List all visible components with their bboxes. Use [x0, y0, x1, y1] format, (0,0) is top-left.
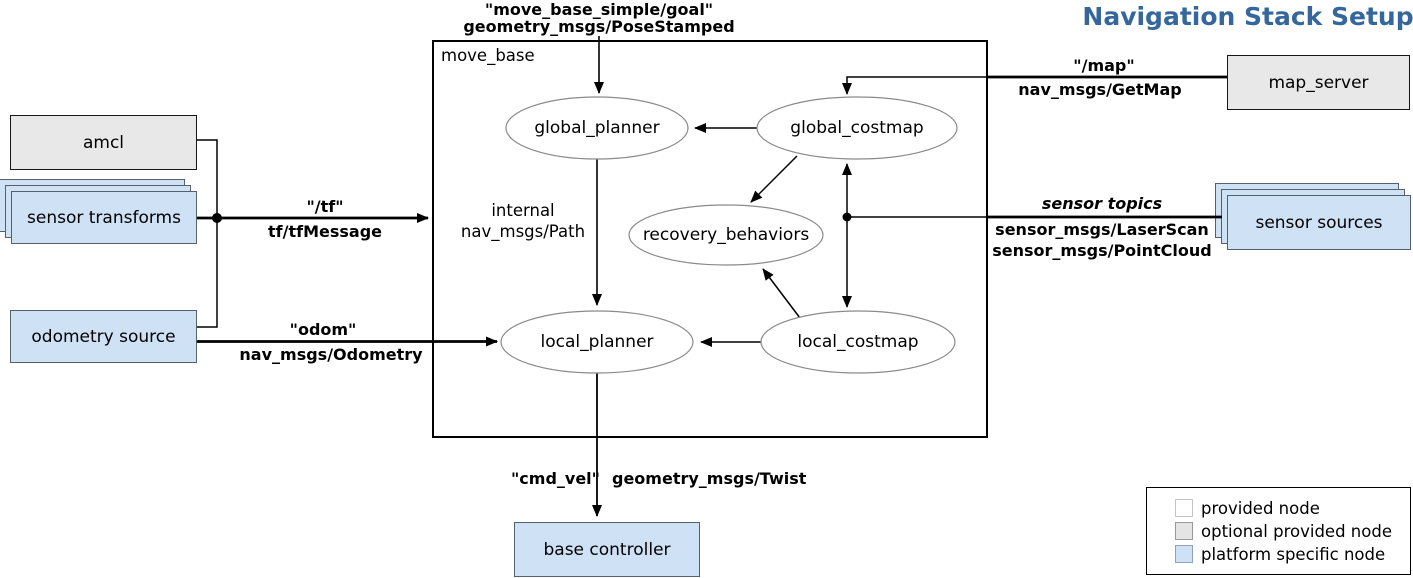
edge-label-map-type: nav_msgs/GetMap — [1018, 80, 1182, 99]
edge-label-sensor-topics: sensor topics — [1041, 194, 1163, 213]
optional-node-swatch — [1175, 522, 1193, 540]
node-sensor-sources: sensor sources — [1227, 195, 1411, 250]
legend-item-label: provided node — [1201, 498, 1320, 518]
node-sensor-transforms-label: sensor transforms — [27, 207, 181, 228]
edge-label-sensor-type-laserscan: sensor_msgs/LaserScan — [995, 220, 1209, 239]
edge-label-tf-topic: "/tf" — [306, 197, 344, 216]
edge-label-cmdvel-topic: "cmd_vel" — [510, 469, 600, 488]
edge-label-cmdvel-type: geometry_msgs/Twist — [612, 469, 807, 488]
page-title: Navigation Stack Setup — [1082, 2, 1413, 31]
provided-node-swatch — [1175, 499, 1193, 517]
ellipse-local-costmap-label: local_costmap — [797, 332, 919, 352]
internal-path-label-line2: nav_msgs/Path — [460, 222, 586, 241]
junction-dot-tf — [212, 213, 222, 223]
ellipse-recovery-behaviors-label: recovery_behaviors — [642, 225, 810, 245]
ellipse-global-costmap-label: global_costmap — [790, 118, 924, 138]
edge-label-odom-topic: "odom" — [289, 320, 357, 339]
edge-label-goal: "move_base_simple/goal" geometry_msgs/Po… — [463, 1, 734, 35]
legend-item-label: platform specific node — [1201, 544, 1386, 564]
node-map-server-label: map_server — [1268, 72, 1369, 93]
edge-amcl-odometry-connector — [197, 139, 218, 328]
legend-item-provided: provided node — [1175, 499, 1410, 518]
legend-item-optional: optional provided node — [1175, 522, 1410, 541]
edge-label-goal-type: geometry_msgs/PoseStamped — [463, 17, 735, 36]
legend: provided node optional provided node pla… — [1146, 487, 1411, 575]
node-odometry-source: odometry source — [10, 310, 197, 363]
edge-label-sensor-type-pointcloud: sensor_msgs/PointCloud — [992, 241, 1212, 260]
internal-path-label: internal nav_msgs/Path — [461, 200, 585, 242]
legend-item-label: optional provided node — [1201, 521, 1392, 541]
node-odometry-source-label: odometry source — [31, 326, 176, 347]
node-amcl-label: amcl — [82, 132, 125, 153]
edge-label-map-topic: "/map" — [1073, 56, 1135, 75]
node-map-server: map_server — [1227, 55, 1410, 110]
edge-label-goal-topic: "move_base_simple/goal" — [484, 0, 714, 19]
legend-item-platform: platform specific node — [1175, 545, 1410, 564]
node-sensor-sources-label: sensor sources — [1255, 212, 1383, 233]
internal-path-label-line1: internal — [491, 201, 555, 220]
ellipse-local-planner-label: local_planner — [540, 332, 654, 352]
node-base-controller-label: base controller — [543, 539, 671, 560]
node-sensor-transforms: sensor transforms — [11, 191, 197, 244]
node-base-controller: base controller — [514, 522, 700, 577]
edge-label-odom-type: nav_msgs/Odometry — [239, 345, 423, 364]
platform-node-swatch — [1175, 545, 1193, 563]
node-amcl: amcl — [10, 115, 197, 170]
ellipse-global-planner-label: global_planner — [534, 118, 660, 138]
edge-label-tf-type: tf/tfMessage — [268, 222, 382, 241]
move-base-label: move_base — [441, 46, 535, 65]
